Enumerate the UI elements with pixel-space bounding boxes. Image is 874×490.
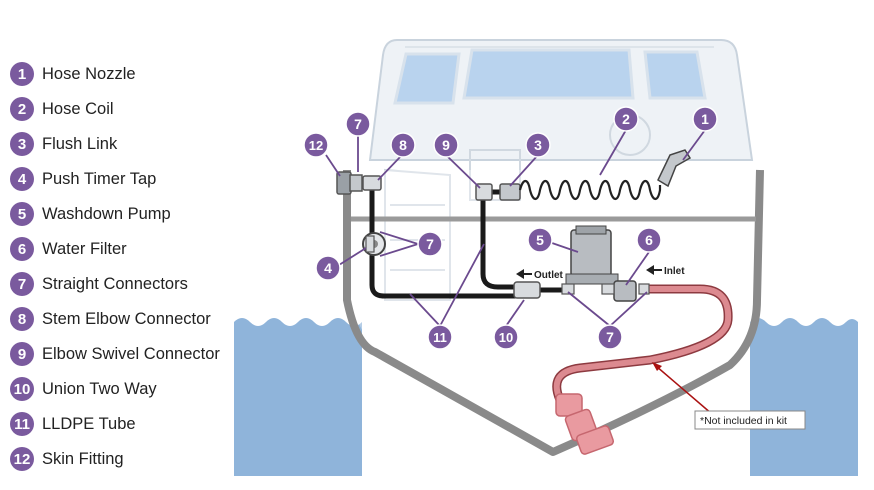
callout-3: 3 (525, 132, 551, 158)
callout-number: 12 (309, 138, 323, 153)
callout-12: 12 (303, 132, 329, 158)
note-arrow-icon (652, 362, 662, 371)
callout-number: 7 (426, 236, 434, 252)
number-badge: 1 (10, 62, 34, 86)
stem-elbow-connector-icon (362, 175, 382, 191)
number-badge: 5 (10, 202, 34, 226)
callout-number: 8 (399, 137, 407, 153)
legend-label: Push Timer Tap (42, 169, 157, 188)
legend-label: Water Filter (42, 239, 127, 258)
callout-number: 4 (324, 260, 332, 276)
note-pointer-line (655, 365, 713, 415)
water (750, 318, 858, 476)
callout-10: 10 (493, 324, 519, 350)
callout-number: 3 (534, 137, 542, 153)
callout-number: 11 (433, 330, 447, 345)
callout-11: 11 (427, 324, 453, 350)
number-badge: 4 (10, 167, 34, 191)
hose-nozzle-icon (657, 149, 692, 188)
skin-fitting-icon (336, 171, 363, 195)
water-filter-icon (613, 280, 637, 302)
callout-1: 1 (692, 106, 718, 132)
legend-label: Flush Link (42, 134, 118, 153)
strainer-pump-icon (555, 393, 615, 455)
number-badge: 12 (10, 447, 34, 471)
legend-item-lldpe-tube: 11 LLDPE Tube (10, 411, 136, 437)
number-badge: 11 (10, 412, 34, 436)
legend-item-stem-elbow-connector: 8 Stem Elbow Connector (10, 306, 211, 332)
legend-label: Hose Coil (42, 99, 114, 118)
boat-windows (393, 48, 707, 105)
water (234, 318, 362, 476)
hose-coil-icon (518, 179, 662, 201)
legend-item-hose-coil: 2 Hose Coil (10, 96, 114, 122)
note-text: *Not included in kit (700, 415, 787, 427)
callout-7c: 7 (597, 324, 623, 350)
callout-number: 7 (606, 329, 614, 345)
intake-hose (553, 286, 732, 403)
hull (347, 170, 760, 452)
legend-label: Washdown Pump (42, 204, 171, 223)
legend-label: Hose Nozzle (42, 64, 136, 83)
number-badge: 8 (10, 307, 34, 331)
legend-item-elbow-swivel-connector: 9 Elbow Swivel Connector (10, 341, 220, 367)
union-two-way-icon (513, 281, 541, 299)
inlet-arrow-icon (646, 265, 662, 275)
callout-number: 2 (622, 111, 630, 127)
callout-number: 1 (701, 111, 709, 127)
legend-item-skin-fitting: 12 Skin Fitting (10, 446, 124, 472)
legend-label: Union Two Way (42, 379, 157, 398)
number-badge: 3 (10, 132, 34, 156)
callout-4: 4 (315, 255, 341, 281)
outlet-label: Outlet (534, 270, 564, 281)
number-badge: 10 (10, 377, 34, 401)
flush-link-icon (499, 183, 521, 201)
callout-5: 5 (527, 227, 553, 253)
callout-9: 9 (433, 132, 459, 158)
legend-label: Stem Elbow Connector (42, 309, 211, 328)
note-box (694, 410, 806, 430)
callout-8: 8 (390, 132, 416, 158)
number-badge: 2 (10, 97, 34, 121)
legend-item-flush-link: 3 Flush Link (10, 131, 117, 157)
callout-number: 7 (354, 116, 362, 132)
inlet-label: Inlet (664, 266, 685, 277)
callout-leaders (325, 129, 706, 327)
number-badge: 6 (10, 237, 34, 261)
legend-item-washdown-pump: 5 Washdown Pump (10, 201, 171, 227)
callout-number: 9 (442, 137, 450, 153)
boat-deck-detail (384, 114, 651, 301)
callout-6: 6 (636, 227, 662, 253)
outlet-arrow-icon (516, 269, 532, 279)
legend-label: Skin Fitting (42, 449, 124, 468)
legend-item-union-two-way: 10 Union Two Way (10, 376, 157, 402)
callout-number: 5 (536, 232, 544, 248)
number-badge: 7 (10, 272, 34, 296)
hull-outline (343, 169, 764, 456)
callout-number: 6 (645, 232, 653, 248)
legend-label: Elbow Swivel Connector (42, 344, 220, 363)
straight-connector-icon (365, 235, 650, 295)
washdown-pump-icon (565, 225, 619, 285)
number-badge: 9 (10, 342, 34, 366)
callout-7b: 7 (417, 231, 443, 257)
legend-item-water-filter: 6 Water Filter (10, 236, 127, 262)
legend-item-straight-connectors: 7 Straight Connectors (10, 271, 188, 297)
callout-number: 10 (499, 330, 513, 345)
callout-7a: 7 (345, 111, 371, 137)
legend-label: Straight Connectors (42, 274, 188, 293)
legend-label: LLDPE Tube (42, 414, 136, 433)
callout-2: 2 (613, 106, 639, 132)
legend-item-push-timer-tap: 4 Push Timer Tap (10, 166, 156, 192)
legend-item-hose-nozzle: 1 Hose Nozzle (10, 61, 136, 87)
